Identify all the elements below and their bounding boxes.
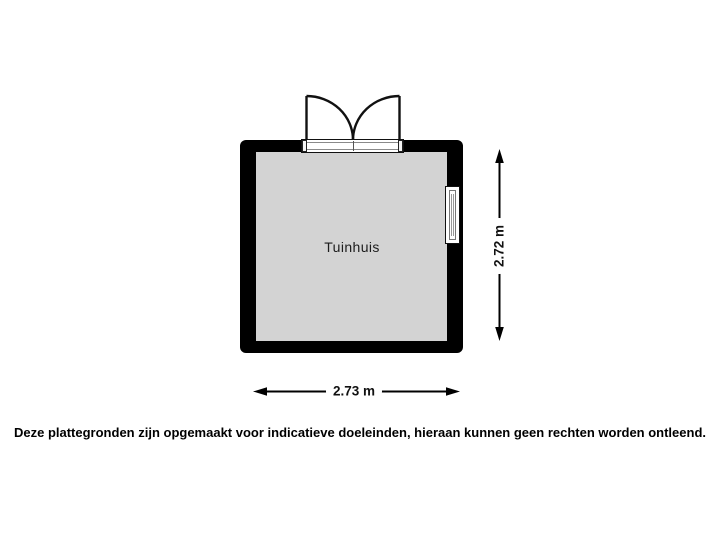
door-jamb-left (302, 140, 307, 152)
room-name-label: Tuinhuis (324, 239, 380, 255)
door-arc-left (306, 94, 355, 141)
double-door-swing-icon (305, 94, 401, 141)
door-threshold-divider (352, 141, 354, 151)
door-jamb-right (398, 140, 403, 152)
window-pane (449, 190, 456, 240)
disclaimer-text: Deze plattegronden zijn opgemaakt voor i… (13, 425, 706, 440)
window (445, 186, 460, 244)
door-arc-right (351, 94, 400, 141)
window-glass-lines (451, 194, 454, 236)
room-floor (256, 152, 447, 341)
dimension-label-width: 2.73 m (325, 381, 383, 401)
dimension-label-height: 2.72 m (489, 217, 509, 275)
door-threshold (301, 139, 404, 153)
